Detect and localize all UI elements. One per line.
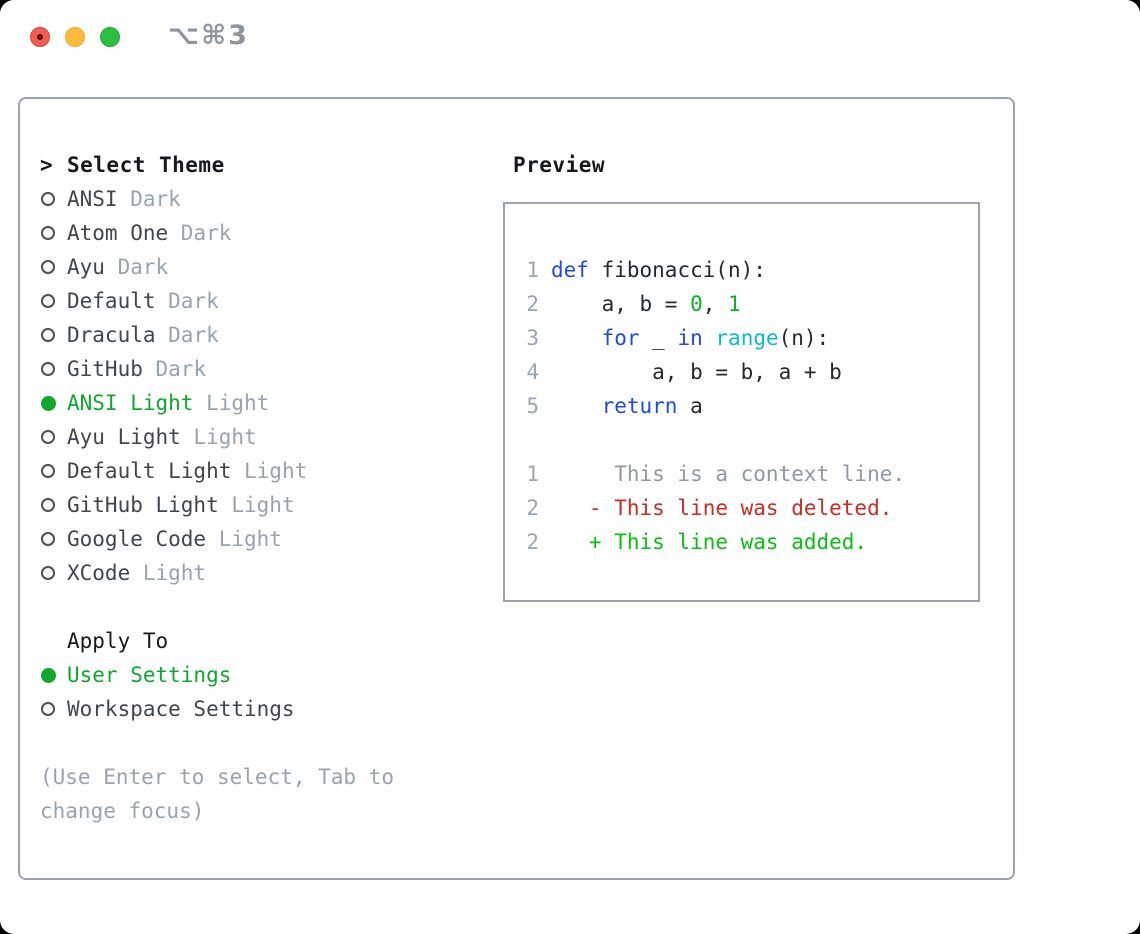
radio-unselected-icon — [41, 566, 55, 580]
theme-name: Default Light — [67, 459, 245, 483]
preview-line-code-1: 1 def fibonacci(n): — [525, 253, 978, 287]
theme-name: Google Code — [67, 527, 219, 551]
preview-line-code-5: 5 return a — [525, 389, 978, 423]
apply-option-label: User Settings — [67, 663, 232, 687]
line-number: 4 — [526, 360, 539, 384]
theme-option-dracula[interactable]: Dracula Dark — [40, 318, 490, 352]
radio-selected-icon — [41, 395, 56, 411]
title-bar: ⌥⌘3 — [0, 0, 1140, 75]
theme-variant: Light — [193, 425, 257, 449]
minimize-button[interactable] — [65, 27, 85, 47]
close-button[interactable] — [30, 27, 50, 47]
radio-unselected-icon — [41, 294, 55, 308]
theme-option-ansi[interactable]: ANSI Dark — [40, 182, 490, 216]
line-number: 2 — [526, 496, 539, 520]
select-theme-title: Select Theme — [67, 153, 225, 177]
theme-variant: Light — [244, 459, 308, 483]
theme-option-atom-one[interactable]: Atom One Dark — [40, 216, 490, 250]
radio-unselected-icon — [41, 260, 55, 274]
code-content: a, b = 0, 1 — [551, 292, 741, 316]
apply-to-header: Apply To — [40, 624, 490, 658]
theme-name: Ayu Light — [67, 425, 194, 449]
preview-blank-line — [525, 423, 978, 457]
theme-variant: Dark — [155, 357, 207, 381]
theme-variant: Dark — [180, 221, 232, 245]
diff-content-deleted: - This line was deleted. — [551, 496, 893, 520]
radio-unselected-icon — [41, 226, 55, 240]
theme-option-default[interactable]: Default Dark — [40, 284, 490, 318]
code-content: a, b = b, a + b — [551, 360, 842, 384]
window-shortcut-label: ⌥⌘3 — [168, 20, 249, 51]
code-content: def fibonacci(n): — [551, 258, 766, 282]
theme-variant: Light — [231, 493, 295, 517]
theme-variant: Light — [218, 527, 282, 551]
theme-variant: Dark — [168, 323, 219, 347]
theme-option-github-light[interactable]: GitHub Light Light — [40, 488, 490, 522]
radio-unselected-icon — [41, 328, 55, 342]
theme-option-xcode[interactable]: XCode Light — [40, 556, 490, 590]
theme-name: Dracula — [67, 323, 169, 347]
focus-cursor-icon: > — [40, 153, 53, 177]
preview-title: Preview — [513, 153, 606, 177]
theme-option-ayu[interactable]: Ayu Dark — [40, 250, 490, 284]
theme-name: ANSI Light — [67, 391, 207, 415]
line-number: 2 — [526, 292, 539, 316]
preview-line-code-4: 4 a, b = b, a + b — [525, 355, 978, 389]
theme-name: GitHub — [67, 357, 156, 381]
diff-content-added: + This line was added. — [551, 530, 868, 554]
line-number: 1 — [526, 258, 539, 282]
theme-name: Default — [67, 289, 169, 313]
line-number: 1 — [526, 462, 539, 486]
preview-line-diff-2: 2 - This line was deleted. — [525, 491, 978, 525]
theme-name: ANSI — [67, 187, 131, 211]
preview-line-diff-3: 2 + This line was added. — [525, 525, 978, 559]
theme-name: Ayu — [67, 255, 118, 279]
apply-to-title: Apply To — [67, 629, 169, 653]
theme-variant: Dark — [117, 255, 169, 279]
traffic-lights — [30, 27, 120, 47]
radio-unselected-icon — [41, 464, 55, 478]
radio-unselected-icon — [41, 362, 55, 376]
preview-line-diff-1: 1 This is a context line. — [525, 457, 978, 491]
theme-option-github[interactable]: GitHub Dark — [40, 352, 490, 386]
apply-option-user-settings[interactable]: User Settings — [40, 658, 490, 692]
theme-name: Atom One — [67, 221, 181, 245]
preview-line-code-2: 2 a, b = 0, 1 — [525, 287, 978, 321]
theme-name: XCode — [67, 561, 143, 585]
code-content: return a — [601, 394, 703, 418]
line-number: 2 — [526, 530, 539, 554]
zoom-button[interactable] — [100, 27, 120, 47]
diff-content-context: This is a context line. — [551, 462, 906, 486]
radio-unselected-icon — [41, 498, 55, 512]
code-content: for _ in range(n): — [601, 326, 830, 350]
line-number: 5 — [526, 394, 539, 418]
radio-unselected-icon — [41, 192, 55, 206]
theme-option-google-code[interactable]: Google Code Light — [40, 522, 490, 556]
theme-option-ayu-light[interactable]: Ayu Light Light — [40, 420, 490, 454]
radio-unselected-icon — [41, 532, 55, 546]
theme-option-default-light[interactable]: Default Light Light — [40, 454, 490, 488]
radio-selected-icon — [41, 667, 56, 683]
line-number: 3 — [526, 326, 539, 350]
radio-unselected-icon — [41, 702, 55, 716]
apply-option-workspace-settings[interactable]: Workspace Settings — [40, 692, 490, 726]
select-theme-header: > Select Theme — [40, 148, 490, 182]
theme-name: GitHub Light — [67, 493, 232, 517]
theme-variant: Light — [206, 391, 270, 415]
apply-option-label: Workspace Settings — [67, 697, 295, 721]
preview-line-code-3: 3 for _ in range(n): — [525, 321, 978, 355]
theme-option-ansi-light[interactable]: ANSI Light Light — [40, 386, 490, 420]
theme-variant: Dark — [168, 289, 219, 313]
theme-variant: Light — [142, 561, 207, 585]
radio-unselected-icon — [41, 430, 55, 444]
theme-variant: Dark — [130, 187, 181, 211]
